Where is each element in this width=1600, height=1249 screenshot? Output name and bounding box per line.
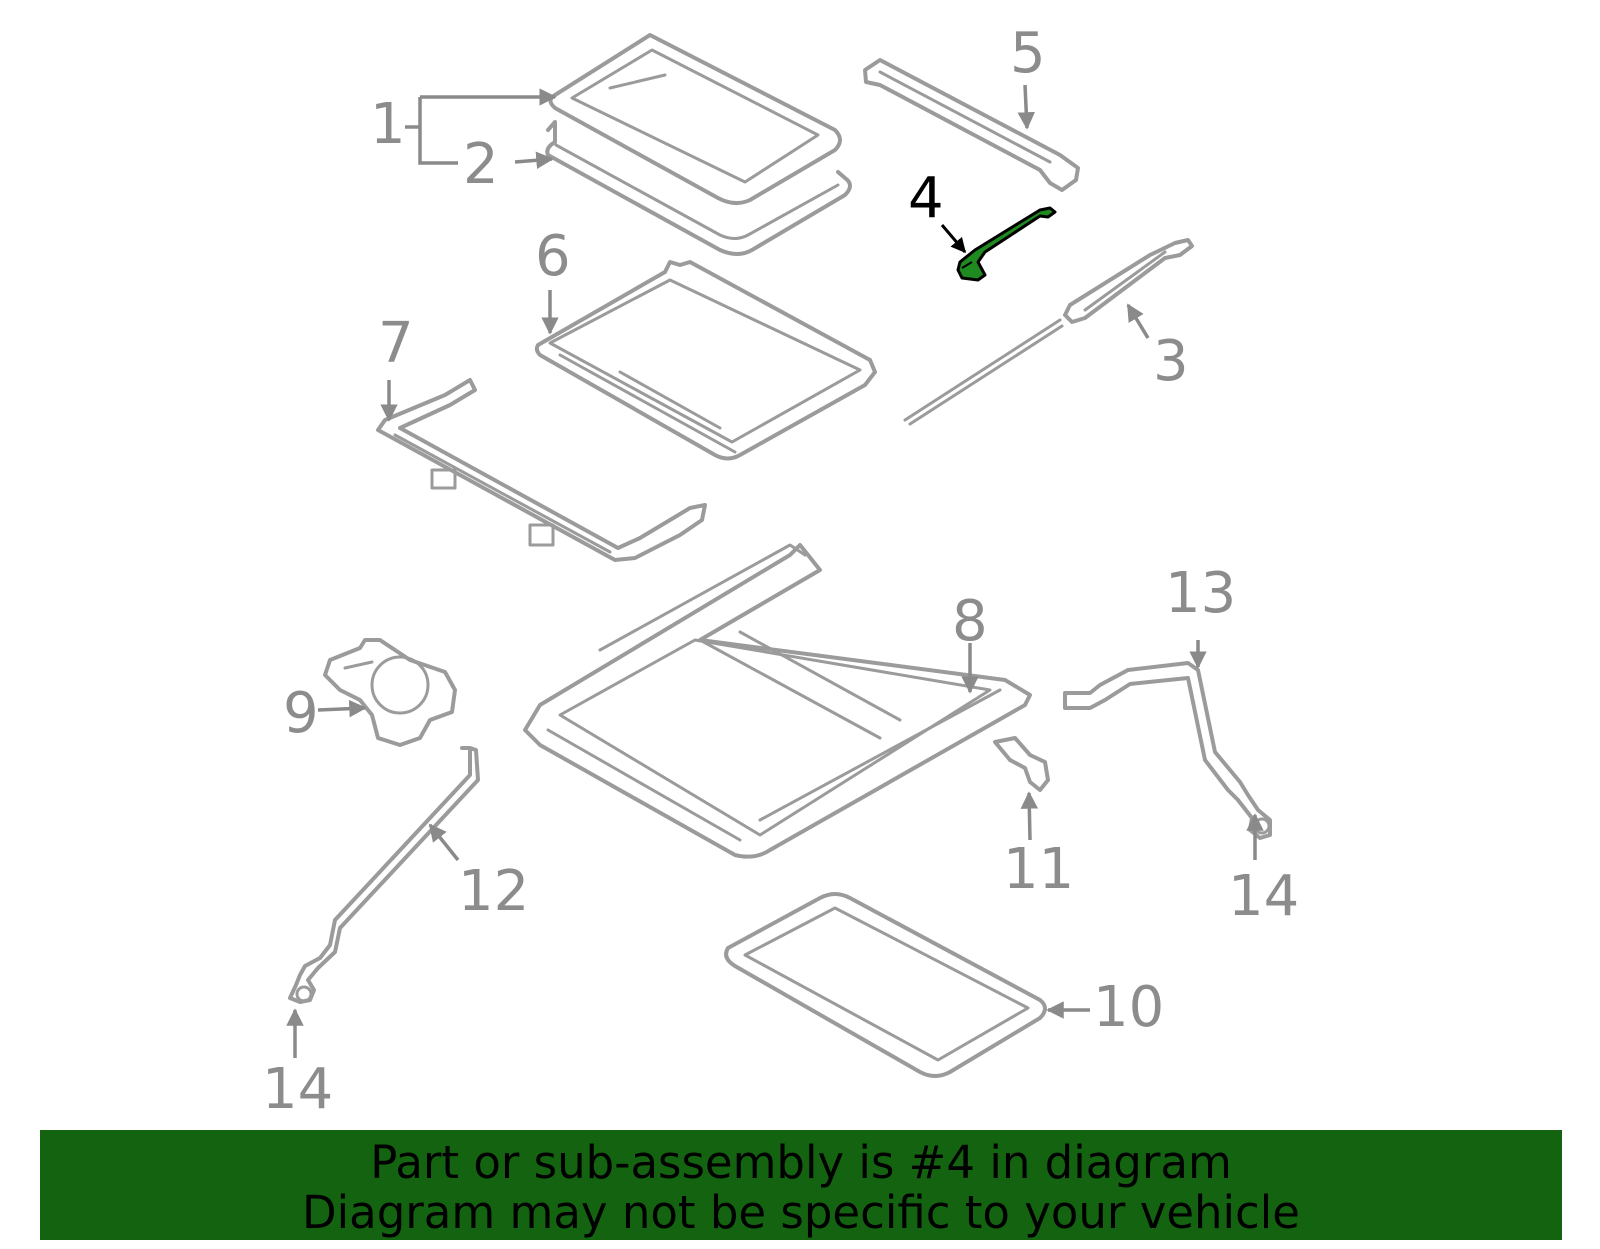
callout-4: 4	[908, 166, 944, 231]
callout-13: 13	[1165, 561, 1236, 626]
callout-1: 1	[370, 92, 406, 157]
banner-line-2: Diagram may not be specific to your vehi…	[302, 1186, 1300, 1239]
seal-part-2	[545, 120, 852, 256]
motor-part-9	[323, 638, 457, 747]
callout-3: 3	[1153, 329, 1189, 394]
callout-9: 9	[283, 681, 319, 746]
rear-frame-part-7	[376, 378, 707, 562]
deflector-arm-part-4	[956, 206, 1057, 282]
drain-tube-part-13	[1063, 661, 1272, 840]
callout-2: 2	[463, 132, 499, 197]
callout-11: 11	[1003, 837, 1074, 902]
callout-6: 6	[535, 224, 571, 289]
rail-part-5	[863, 58, 1080, 192]
banner-line-1: Part or sub-assembly is #4 in diagram	[370, 1136, 1232, 1189]
callout-12: 12	[458, 859, 529, 924]
callout-7: 7	[378, 311, 414, 376]
lower-seal-part-10	[724, 892, 1047, 1078]
callout-14-left: 14	[262, 1057, 333, 1120]
callout-5: 5	[1010, 21, 1046, 86]
sunshade-frame-part-6	[534, 260, 877, 461]
info-banner: Part or sub-assembly is #4 in diagram Di…	[40, 1130, 1562, 1240]
housing-part-8	[523, 543, 1032, 859]
callout-10: 10	[1093, 975, 1164, 1040]
cable-drive-part-3	[903, 238, 1194, 426]
callout-8: 8	[952, 589, 988, 654]
parts-diagram: 1 2 5 4 3 6 7 8 9 10 11 12 13 14 14	[262, 21, 1299, 1120]
callout-14-right: 14	[1228, 864, 1299, 929]
leader-lines	[286, 84, 1264, 1058]
drain-tube-part-12	[288, 746, 480, 1004]
glass-panel-part-1	[548, 33, 842, 205]
bracket-part-11	[993, 736, 1050, 792]
